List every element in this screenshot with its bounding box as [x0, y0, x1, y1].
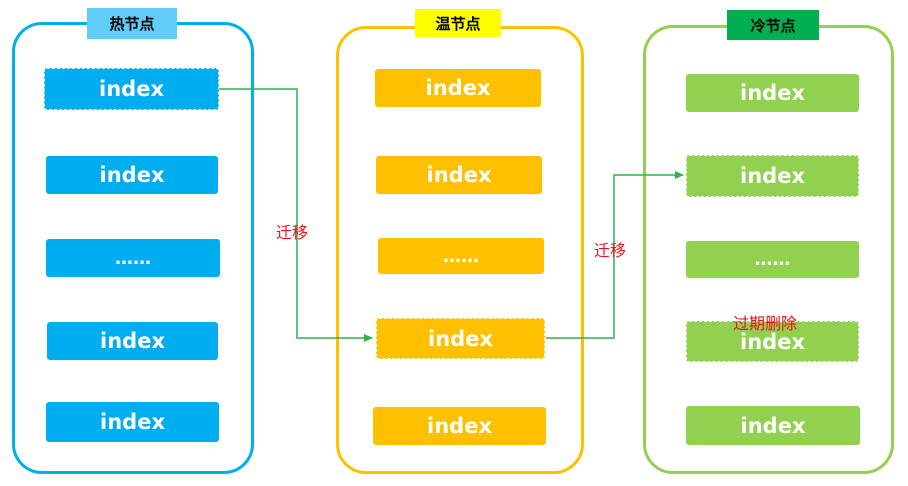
warm-node-title: 温节点	[415, 9, 501, 37]
hot-index-item-1: index	[44, 68, 219, 110]
expire-delete-label: 过期删除	[733, 314, 798, 333]
migrate-label-2: 迁移	[594, 241, 627, 260]
hot-index-item-5: index	[46, 402, 219, 442]
cold-index-item-2: index	[686, 155, 859, 197]
hot-index-ellipsis: ……	[46, 239, 220, 277]
cold-index-item-5: index	[686, 406, 860, 445]
migrate-arrow-warm-to-cold	[546, 171, 684, 339]
cold-node-title: 冷节点	[727, 10, 819, 40]
warm-index-item-4: index	[376, 318, 545, 359]
cold-index-ellipsis: ……	[686, 241, 859, 278]
migrate-arrow-hot-to-warm	[219, 88, 373, 342]
warm-index-ellipsis: ……	[378, 238, 544, 274]
migrate-label-1: 迁移	[276, 223, 309, 242]
hot-index-item-4: index	[47, 322, 218, 360]
warm-index-item-1: index	[375, 69, 541, 107]
hot-index-item-2: index	[46, 156, 218, 194]
warm-index-item-5: index	[373, 407, 546, 445]
cold-index-item-4: index	[686, 321, 859, 362]
warm-index-item-2: index	[376, 156, 542, 194]
hot-node-title: 热节点	[87, 8, 177, 39]
cold-index-item-1: index	[686, 74, 859, 112]
